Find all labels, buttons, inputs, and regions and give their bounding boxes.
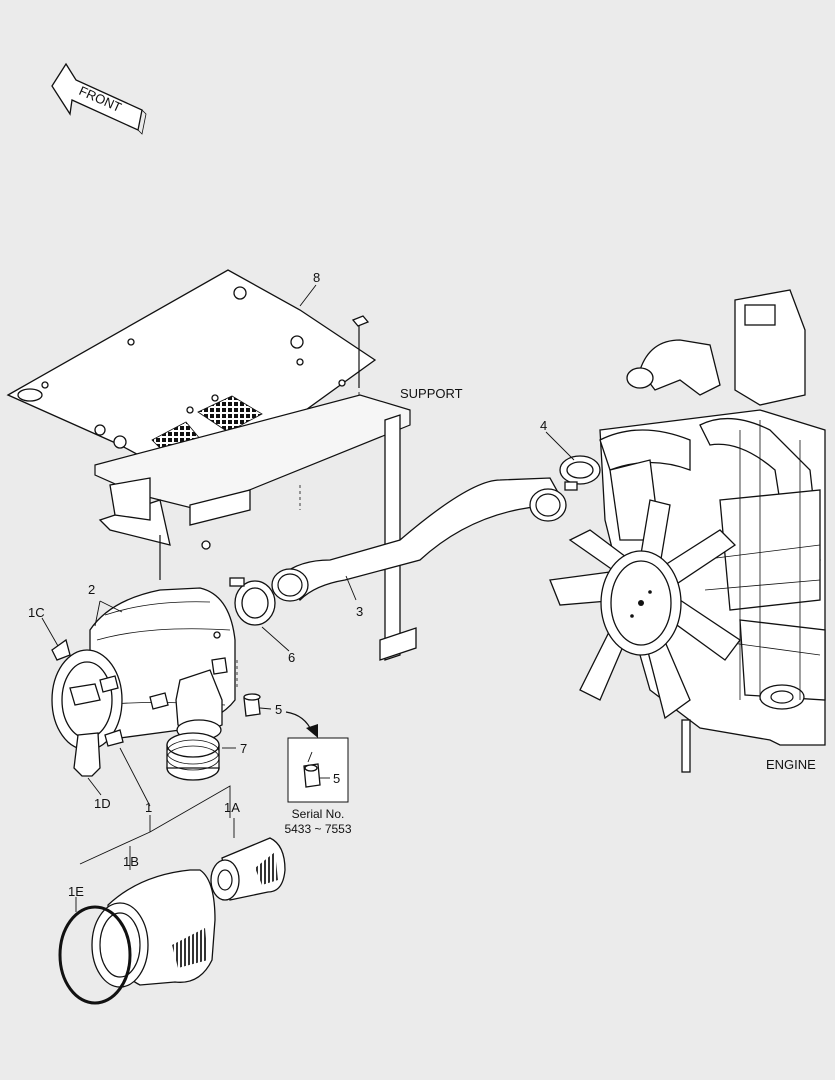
callout-1D: 1D bbox=[94, 796, 111, 811]
outlet-cap bbox=[166, 732, 220, 781]
front-arrow: FRONT bbox=[51, 62, 147, 135]
callout-2: 2 bbox=[88, 582, 95, 597]
callout-1: 1 bbox=[145, 800, 152, 815]
callout-1C: 1C bbox=[28, 605, 45, 620]
grille-upper bbox=[197, 395, 263, 433]
callout-1E: 1E bbox=[68, 884, 84, 899]
detail-callout-5: 5 bbox=[333, 771, 340, 786]
callout-6: 6 bbox=[288, 650, 295, 665]
engine-mount bbox=[759, 684, 805, 710]
callout-8: 8 bbox=[313, 270, 320, 285]
detail-pointer-arrow bbox=[285, 711, 318, 738]
intake-hose bbox=[271, 477, 567, 602]
callout-1B: 1B bbox=[123, 854, 139, 869]
leader-lines bbox=[41, 284, 575, 912]
callout-3: 3 bbox=[356, 604, 363, 619]
engine bbox=[599, 289, 826, 773]
cooling-fan bbox=[549, 499, 741, 720]
hose-clamp bbox=[229, 577, 276, 626]
serial-note-line2: 5433 ~ 7553 bbox=[284, 822, 351, 836]
detail-box: 5 Serial No. 5433 ~ 7553 bbox=[284, 737, 352, 836]
plate-slot bbox=[17, 388, 43, 402]
safety-element bbox=[210, 837, 286, 901]
o-ring bbox=[58, 905, 132, 1005]
callout-1A: 1A bbox=[224, 800, 240, 815]
engine-label: ENGINE bbox=[766, 757, 816, 772]
serial-note-line1: Serial No. bbox=[292, 807, 345, 821]
support-label: SUPPORT bbox=[400, 386, 463, 401]
primary-element bbox=[91, 869, 216, 988]
callout-7: 7 bbox=[240, 741, 247, 756]
restriction-indicator bbox=[236, 660, 261, 717]
support-bracket bbox=[94, 394, 417, 661]
engine-clamp bbox=[559, 455, 601, 491]
callout-4: 4 bbox=[540, 418, 547, 433]
callout-5: 5 bbox=[275, 702, 282, 717]
